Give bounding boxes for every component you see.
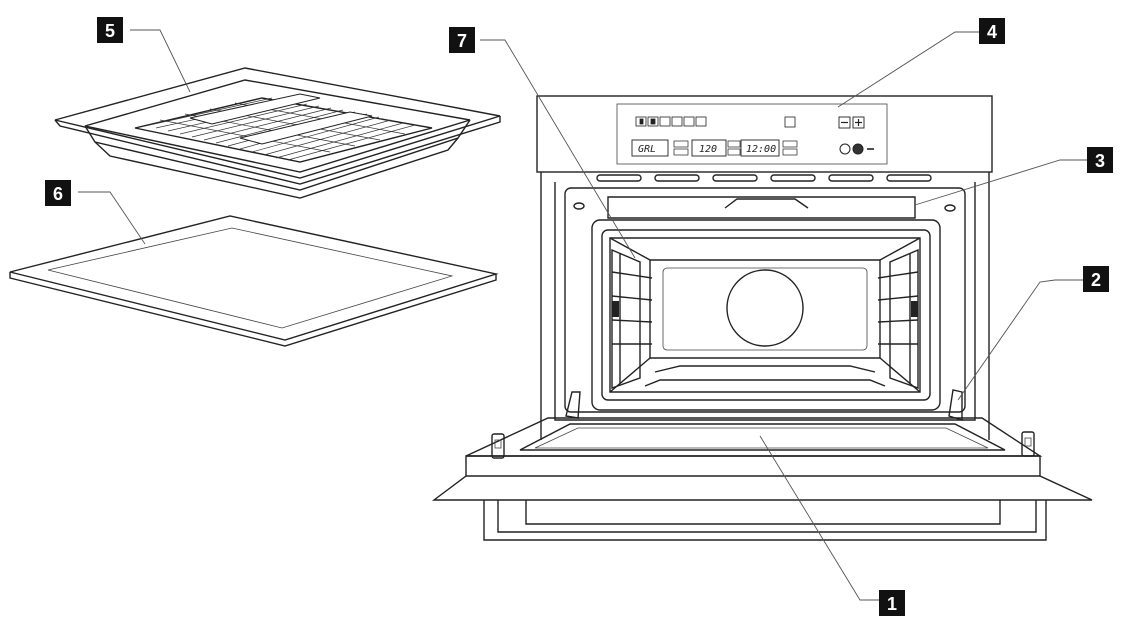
time-display [740,139,780,157]
time-display-text: 12:00 [746,144,776,155]
bell-icon [784,116,796,128]
flat-baking-tray [9,215,499,347]
leader-1 [759,435,880,601]
leader-lines [78,29,1087,601]
start-button[interactable] [852,143,864,155]
callout-7-label: 7 [457,31,467,51]
control-panel: GRL 120 12:00 [536,95,993,173]
minus-button[interactable] [838,116,851,129]
mode-display-text: GRL [638,144,656,155]
callout-5: 5 [97,17,123,43]
shelf-guides-right [877,248,919,389]
leader-2 [957,279,1083,401]
callout-1: 1 [879,590,905,616]
function-icons [635,116,707,127]
hinge-left [565,391,581,419]
shelf-guides-left [611,248,653,389]
oven-body: GRL 120 12:00 [431,95,1093,541]
leader-5 [130,29,191,93]
callout-4: 4 [979,18,1005,44]
callout-6: 6 [45,180,71,206]
time-adjust-buttons[interactable] [782,140,798,156]
power-display-text: 120 [699,144,717,155]
callout-3-label: 3 [1095,151,1105,171]
stop-button[interactable] [839,143,851,155]
mode-display [631,139,669,157]
callout-6-label: 6 [53,184,63,204]
leader-6 [78,191,146,245]
power-adjust-buttons[interactable] [727,140,741,156]
callout-4-label: 4 [987,22,997,42]
callout-7: 7 [449,27,475,53]
upper-element [607,196,916,219]
rear-fan-cover [726,269,804,347]
callout-1-label: 1 [887,594,897,614]
grill-tray-with-grid [54,67,501,199]
mode-adjust-buttons[interactable] [673,140,689,156]
callout-2: 2 [1083,266,1109,292]
callout-2-label: 2 [1091,270,1101,290]
callout-3: 3 [1087,147,1113,173]
leader-4 [837,31,985,108]
plus-button[interactable] [852,116,865,129]
grill-mesh [134,93,433,163]
hinge-right [948,389,963,421]
callout-5-label: 5 [105,21,115,41]
leader-3 [914,159,1087,206]
leader-7 [480,39,636,259]
oven-cavity [591,219,941,411]
callouts: 5 6 7 4 3 2 1 [45,17,1113,616]
door-latch-right [1021,431,1035,457]
door-latch-left [491,433,505,459]
power-display [691,139,727,157]
oven-door [431,417,1093,541]
vent-slots [596,174,932,182]
